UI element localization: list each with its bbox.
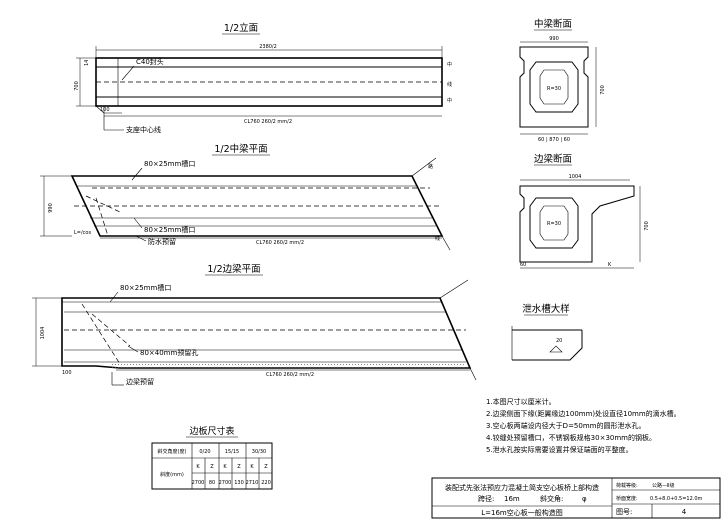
mid-groove-bottom-note: 80×25mm槽口 <box>144 225 195 234</box>
svg-text:14: 14 <box>84 60 90 66</box>
support-centerline-note: 支座中心线 <box>126 125 161 134</box>
title-block-frame <box>431 477 721 519</box>
svg-text:700: 700 <box>644 221 650 231</box>
table-cell: 2700 <box>192 480 205 486</box>
table-angle: 30/30 <box>252 449 266 455</box>
half-elevation-view: 1/2立面 2380/2 700 14 中 线 中 C40封头 100 支座中心… <box>74 22 452 134</box>
mid-section-void <box>529 61 579 113</box>
bridge-width-value: 0.5+8.0+0.5=12.0m <box>650 496 703 502</box>
side-section-view: 边梁断面 1004 R=30 700 K 60 <box>519 153 650 269</box>
mid-hinge-note: 防水预留 <box>148 237 176 246</box>
mid-groove-top-note: 80×25mm槽口 <box>144 159 195 168</box>
side-groove-top-note: 80×25mm槽口 <box>120 283 171 292</box>
table-cell: 220 <box>261 480 271 486</box>
side-section-outline <box>519 185 635 263</box>
svg-text:中: 中 <box>447 97 452 104</box>
svg-text:100: 100 <box>62 370 72 376</box>
skew-value: φ <box>582 495 587 503</box>
side-plan-view: 1/2边梁平面 1004 100 80×25mm槽口 80×40mm预留孔 边梁… <box>32 263 477 386</box>
table-title: 边板尺寸表 <box>189 425 234 437</box>
svg-text:700: 700 <box>600 85 606 95</box>
span-value: 16m <box>504 495 520 503</box>
table-sub-header: K <box>223 464 227 470</box>
note-2: 2.边梁侧面下缘(距翼缘边100mm)处设直径10mm的滴水槽。 <box>486 409 681 418</box>
table-row-label: 斜度(mm) <box>160 471 184 478</box>
svg-text:1004: 1004 <box>569 174 582 180</box>
elevation-top-dimension: 2380/2 <box>259 44 277 50</box>
svg-text:线: 线 <box>435 235 440 242</box>
span-label: 跨径: <box>478 494 494 503</box>
table-angle: 0/20 <box>199 449 210 455</box>
note-3: 3.空心板两端设内径大于D=50mm的圆形泄水孔。 <box>486 421 645 430</box>
table-sub-header: K <box>250 464 254 470</box>
mid-section-outline <box>519 46 589 128</box>
elevation-bottom-dimension: CL760 260/2 mm/2 <box>244 119 292 125</box>
note-4: 4.铰缝处预留槽口，不锈钢板规格30×30mm的钢板。 <box>486 433 656 442</box>
table-header-label: 斜交角度(度) <box>158 448 187 455</box>
svg-text:R=30: R=30 <box>547 86 561 92</box>
table-cell: 2710 <box>246 480 259 486</box>
bridge-width-label: 桥面宽度: <box>616 495 638 502</box>
table-frame <box>151 442 273 490</box>
side-plan-title: 1/2边梁平面 <box>207 263 260 275</box>
c40-note: C40封头 <box>136 57 164 66</box>
table-cell: 2700 <box>219 480 232 486</box>
general-notes: 1.本图尺寸以厘米计。 2.边梁侧面下缘(距翼缘边100mm)处设直径10mm的… <box>486 397 681 454</box>
side-seat-note: 边梁预留 <box>126 377 154 386</box>
side-beam-dimension-table: 边板尺寸表 斜交角度(度) 斜度(mm) 0/20 15/15 30/30 K … <box>151 425 273 490</box>
title-block: 装配式先张法预应力混凝土简支空心板桥上部构造 跨径: 16m 斜交角: φ L=… <box>431 477 721 519</box>
svg-text:990: 990 <box>48 203 54 213</box>
skew-label: 斜交角: <box>540 494 563 503</box>
table-sub-header: K <box>196 464 200 470</box>
svg-text:R=30: R=30 <box>547 221 561 227</box>
svg-text:990: 990 <box>549 36 559 42</box>
table-cell: 80 <box>209 480 215 486</box>
side-plan-outline <box>61 297 472 369</box>
svg-text:100: 100 <box>100 107 110 113</box>
mid-plan-title: 1/2中梁平面 <box>214 143 267 155</box>
design-load-label: 荷载等级: <box>616 482 638 489</box>
mid-section-title: 中梁断面 <box>534 18 572 30</box>
svg-text:700: 700 <box>74 81 80 91</box>
half-elevation-title: 1/2立面 <box>224 22 258 34</box>
mid-plan-view: 1/2中梁平面 路 线 990 L=/cos 80×25mm槽口 80×25mm… <box>40 143 451 251</box>
table-sub-header: Z <box>237 464 241 470</box>
svg-text:中: 中 <box>447 61 452 68</box>
drain-detail-title: 泄水槽大样 <box>522 303 570 315</box>
table-sub-header: Z <box>210 464 214 470</box>
svg-text:60: 60 <box>520 262 526 268</box>
table-angle: 15/15 <box>225 449 239 455</box>
side-groove-bottom-note: 80×40mm预留孔 <box>140 348 198 357</box>
project-name: 装配式先张法预应力混凝土简支空心板桥上部构造 <box>445 483 599 492</box>
mid-section-view: 中梁断面 990 R=30 700 60 | 870 | 60 <box>519 18 606 143</box>
note-5: 5.泄水孔按实际需要设置并保证端面的平整度。 <box>486 445 633 454</box>
svg-text:线: 线 <box>447 81 452 88</box>
side-section-void <box>529 197 579 249</box>
drain-detail-outline <box>512 329 583 361</box>
svg-text:20: 20 <box>556 338 562 344</box>
svg-text:L=/cos: L=/cos <box>74 230 91 236</box>
side-plan-bottom-dimension: CL760 260/2 mm/2 <box>266 372 314 378</box>
drain-detail-view: 泄水槽大样 20 <box>511 303 583 361</box>
sheet-number-value: 4 <box>682 508 687 516</box>
table-sub-header: Z <box>264 464 268 470</box>
svg-text:路: 路 <box>428 163 433 170</box>
design-load-value: 公路—Ⅱ级 <box>652 482 674 489</box>
note-1: 1.本图尺寸以厘米计。 <box>486 397 556 406</box>
side-section-title: 边梁断面 <box>534 153 572 165</box>
mid-plan-bottom-dimension: CL760 260/2 mm/2 <box>256 240 304 246</box>
table-cell: 130 <box>234 480 244 486</box>
svg-text:K: K <box>608 262 612 268</box>
sheet-number-label: 图号: <box>616 508 632 516</box>
drawing-name: L=16m空心板一般构造图 <box>481 508 563 517</box>
svg-text:1004: 1004 <box>40 327 46 340</box>
svg-text:60 | 870 | 60: 60 | 870 | 60 <box>538 137 570 143</box>
